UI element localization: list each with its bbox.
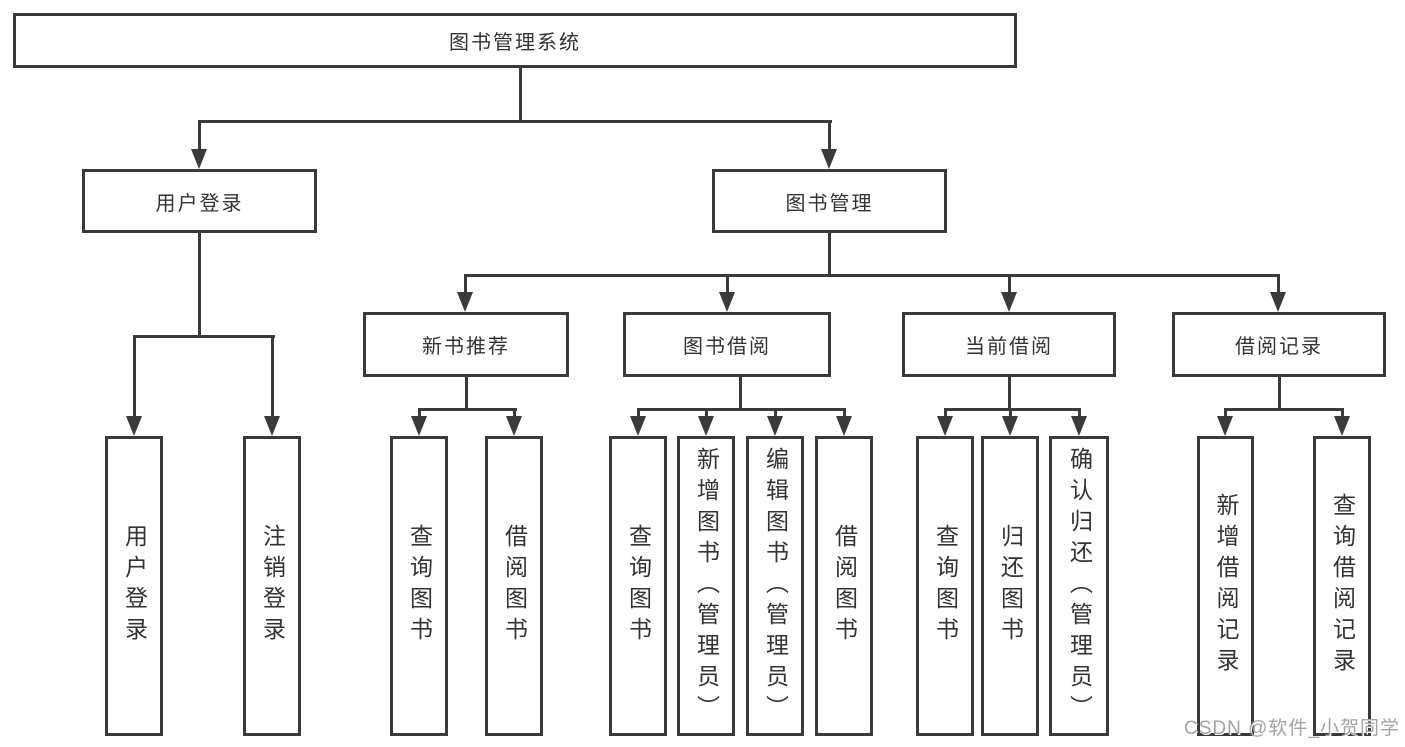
edge-borrowing-stem [739, 377, 742, 411]
edge-records-drop-2 [1341, 408, 1344, 418]
leaf-label: 用户登录 [121, 524, 148, 648]
arrowhead-icon [1334, 416, 1350, 436]
leaf-borrow-books-2: 借阅图书 [815, 436, 873, 736]
leaf-label: 新增图书（管理员） [693, 446, 720, 726]
node-label: 用户登录 [155, 192, 244, 215]
arrowhead-icon [719, 292, 735, 312]
node-label: 当前借阅 [965, 336, 1053, 358]
node-book-management: 图书管理 [712, 169, 947, 233]
csdn-watermark: CSDN @软件_小贺同学 [1184, 718, 1400, 739]
leaf-return-book: 归还图书 [981, 436, 1039, 736]
arrowhead-icon [767, 416, 783, 436]
node-new-book-recommend: 新书推荐 [363, 312, 569, 377]
node-label: 图书管理系统 [449, 32, 581, 54]
arrowhead-icon [1002, 416, 1018, 436]
leaf-label: 编辑图书（管理员） [762, 446, 789, 726]
leaf-edit-book-admin: 编辑图书（管理员） [746, 436, 804, 736]
edge-bookmgmt-drop-1 [464, 274, 467, 294]
arrowhead-icon [1071, 416, 1087, 436]
edge-current-drop-2 [1009, 408, 1012, 418]
node-book-borrowing: 图书借阅 [623, 312, 831, 377]
edge-borrowing-bar [637, 408, 846, 411]
node-label: 新书推荐 [422, 336, 510, 358]
edge-userlogin-drop-2 [271, 335, 274, 418]
edge-bookmgmt-drop-3 [1008, 274, 1011, 294]
node-borrowing-records: 借阅记录 [1172, 312, 1386, 377]
leaf-label: 确认归还（管理员） [1066, 446, 1093, 726]
leaf-query-books-3: 查询图书 [916, 436, 974, 736]
leaf-confirm-return-admin: 确认归还（管理员） [1049, 436, 1109, 736]
leaf-label: 新增借阅记录 [1213, 493, 1239, 679]
edge-bookmgmt-stem [828, 233, 831, 277]
arrowhead-icon [821, 149, 837, 169]
edge-records-drop-1 [1224, 408, 1227, 418]
node-label: 借阅记录 [1235, 336, 1323, 358]
arrowhead-icon [937, 416, 953, 436]
leaf-logout: 注销登录 [243, 436, 301, 736]
edge-borrowing-drop-3 [774, 408, 777, 418]
leaf-label: 查询图书 [932, 524, 959, 648]
edge-records-bar [1224, 408, 1344, 411]
arrowhead-icon [836, 416, 852, 436]
leaf-label: 借阅图书 [501, 524, 528, 648]
edge-root-bar [198, 120, 832, 123]
arrowhead-icon [411, 416, 427, 436]
edge-current-drop-3 [1078, 408, 1081, 418]
edge-userlogin-stem [198, 233, 201, 338]
edge-newbooks-drop-1 [418, 408, 421, 418]
edge-borrowing-drop-2 [705, 408, 708, 418]
node-label: 图书管理 [785, 192, 874, 215]
arrowhead-icon [506, 416, 522, 436]
edge-newbooks-bar [418, 408, 517, 411]
edge-userlogin-bar [133, 335, 275, 338]
leaf-label: 查询图书 [406, 524, 433, 648]
arrowhead-icon [1217, 416, 1233, 436]
arrowhead-icon [1270, 292, 1286, 312]
leaf-borrow-books-1: 借阅图书 [485, 436, 543, 736]
edge-current-stem [1008, 377, 1011, 411]
edge-bookmgmt-drop-4 [1277, 274, 1280, 294]
edge-bookmgmt-bar [464, 274, 1279, 277]
arrowhead-icon [457, 292, 473, 312]
arrowhead-icon [630, 416, 646, 436]
leaf-label: 查询借阅记录 [1329, 493, 1356, 679]
edge-root-stem [519, 68, 522, 123]
leaf-add-borrow-record: 新增借阅记录 [1197, 436, 1254, 736]
node-user-login: 用户登录 [82, 169, 317, 233]
leaf-user-login: 用户登录 [105, 436, 163, 736]
node-library-management-system: 图书管理系统 [13, 13, 1017, 68]
arrowhead-icon [126, 416, 142, 436]
node-current-borrowing: 当前借阅 [902, 312, 1116, 377]
edge-records-stem [1278, 377, 1281, 411]
edge-root-drop-right [828, 120, 831, 151]
edge-borrowing-drop-4 [843, 408, 846, 418]
edge-userlogin-drop-1 [133, 335, 136, 418]
leaf-label: 注销登录 [259, 524, 286, 648]
arrowhead-icon [698, 416, 714, 436]
arrowhead-icon [264, 416, 280, 436]
leaf-query-borrow-record: 查询借阅记录 [1313, 436, 1371, 736]
edge-root-drop-left [198, 120, 201, 151]
leaf-add-book-admin: 新增图书（管理员） [677, 436, 735, 736]
arrowhead-icon [191, 149, 207, 169]
leaf-query-books-2: 查询图书 [609, 436, 667, 736]
edge-borrowing-drop-1 [637, 408, 640, 418]
leaf-label: 借阅图书 [831, 524, 858, 648]
leaf-label: 查询图书 [625, 524, 652, 648]
arrowhead-icon [1001, 292, 1017, 312]
leaf-query-books-1: 查询图书 [390, 436, 448, 736]
edge-bookmgmt-drop-2 [726, 274, 729, 294]
edge-current-bar [944, 408, 1081, 411]
node-label: 图书借阅 [683, 336, 771, 358]
leaf-label: 归还图书 [997, 524, 1024, 648]
edge-current-drop-1 [944, 408, 947, 418]
edge-newbooks-drop-2 [513, 408, 516, 418]
edge-newbooks-stem [465, 377, 468, 411]
